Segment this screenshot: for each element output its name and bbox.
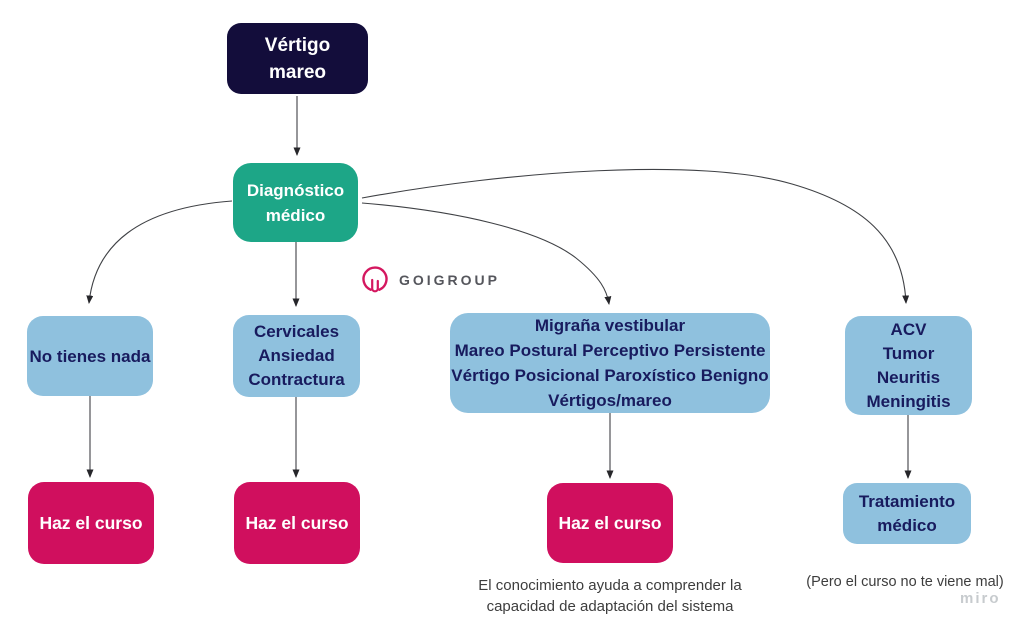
node-label: médico — [877, 515, 937, 535]
node-haz-el-curso-2[interactable]: Haz el curso — [234, 482, 360, 564]
node-label: Vértigo Posicional Paroxístico Benigno — [451, 366, 769, 385]
node-label: Ansiedad — [258, 346, 335, 365]
node-label: Meningitis — [866, 391, 951, 411]
caption-pero-el-curso: (Pero el curso no te viene mal) — [806, 574, 1004, 590]
miro-watermark: miro — [960, 590, 1001, 607]
node-migrana-vestibular[interactable]: Migraña vestibular Mareo Postural Percep… — [450, 313, 770, 413]
goigroup-logo: GOIGROUP — [361, 265, 500, 295]
caption-conocimiento: El conocimiento ayuda a comprender la ca… — [450, 575, 770, 617]
node-label: Haz el curso — [245, 512, 349, 533]
goigroup-logo-icon — [362, 266, 388, 293]
node-label: Cervicales — [253, 322, 340, 341]
node-label: Vértigo — [264, 34, 331, 56]
node-label: Vértigos/mareo — [548, 391, 672, 410]
node-vertigo-mareo[interactable]: Vértigo mareo — [227, 23, 368, 94]
node-label: Contractura — [248, 370, 345, 389]
edge-diagnostico-to-no-tienes-nada — [86, 200, 233, 304]
node-label: Tumor — [882, 343, 935, 363]
node-label: Haz el curso — [39, 512, 143, 533]
node-label: Haz el curso — [558, 512, 662, 533]
node-cervicales[interactable]: Cervicales Ansiedad Contractura — [233, 315, 360, 397]
node-label: médico — [265, 205, 326, 225]
node-haz-el-curso-3[interactable]: Haz el curso — [547, 483, 673, 563]
node-label: Diagnóstico — [246, 180, 345, 200]
node-tratamiento-medico[interactable]: Tratamiento médico — [843, 483, 971, 544]
node-diagnostico-medico[interactable]: Diagnóstico médico — [233, 163, 358, 242]
node-haz-el-curso-1[interactable]: Haz el curso — [28, 482, 154, 564]
node-no-tienes-nada[interactable]: No tienes nada — [27, 316, 153, 396]
node-label: Neuritis — [876, 367, 941, 387]
caption-line: capacidad de adaptación del sistema — [486, 598, 734, 615]
caption-line: El conocimiento ayuda a comprender la — [478, 577, 742, 594]
node-label: Mareo Postural Perceptivo Persistente — [454, 341, 766, 360]
goigroup-logo-text: GOIGROUP — [399, 272, 501, 288]
node-acv[interactable]: ACV Tumor Neuritis Meningitis — [845, 316, 972, 415]
node-label: Migraña vestibular — [534, 316, 686, 335]
node-label: Tratamiento — [858, 491, 956, 511]
node-label: mareo — [268, 61, 327, 83]
node-label: ACV — [890, 319, 927, 339]
node-label: No tienes nada — [29, 346, 151, 366]
